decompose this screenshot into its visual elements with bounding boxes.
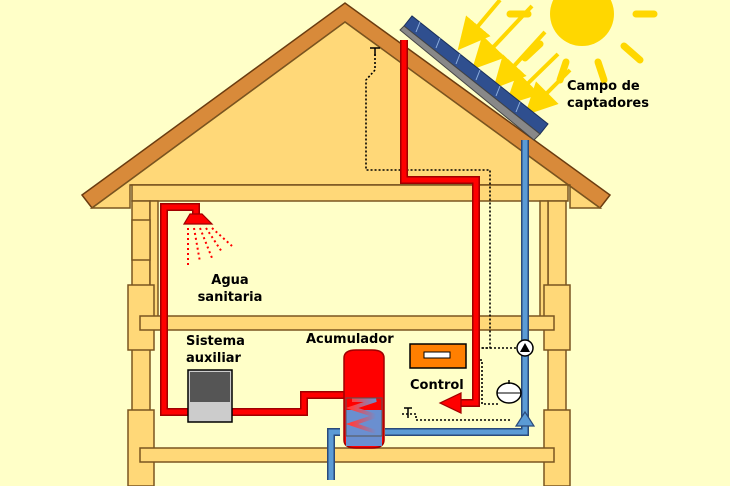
sensor-wires bbox=[365, 54, 516, 421]
collectors-label-line2: captadores bbox=[567, 96, 649, 111]
aux-label-line2: auxiliar bbox=[186, 351, 241, 366]
expansion-vessel-icon bbox=[496, 380, 522, 404]
roof bbox=[80, 2, 612, 210]
accumulator-tank-icon bbox=[343, 349, 385, 449]
control-box-icon bbox=[409, 343, 467, 369]
hot-flow-arrow-icon bbox=[438, 392, 462, 414]
collectors-label: Campo de captadores bbox=[567, 78, 649, 112]
solar-panel bbox=[399, 15, 549, 141]
collectors-label-line1: Campo de bbox=[567, 79, 640, 94]
sun bbox=[506, 0, 658, 84]
sensor-tee-icons bbox=[370, 47, 412, 418]
accumulator-label: Acumulador bbox=[306, 332, 394, 347]
cold-pipe-fill bbox=[328, 140, 528, 480]
control-label: Control bbox=[410, 378, 464, 393]
house-frame bbox=[127, 184, 571, 486]
water-label-line2: sanitaria bbox=[197, 290, 263, 305]
cold-flow-arrow-icon bbox=[514, 410, 536, 427]
water-label-line1: Agua bbox=[211, 273, 249, 288]
water-label: Agua sanitaria bbox=[190, 272, 270, 306]
auxiliary-heater-icon bbox=[187, 369, 233, 423]
sun-rays bbox=[457, 0, 572, 116]
aux-system-label: Sistema auxiliar bbox=[186, 333, 245, 367]
aux-label-line1: Sistema bbox=[186, 334, 245, 349]
shower-head-icon bbox=[182, 213, 233, 266]
pump-icon bbox=[516, 339, 534, 357]
